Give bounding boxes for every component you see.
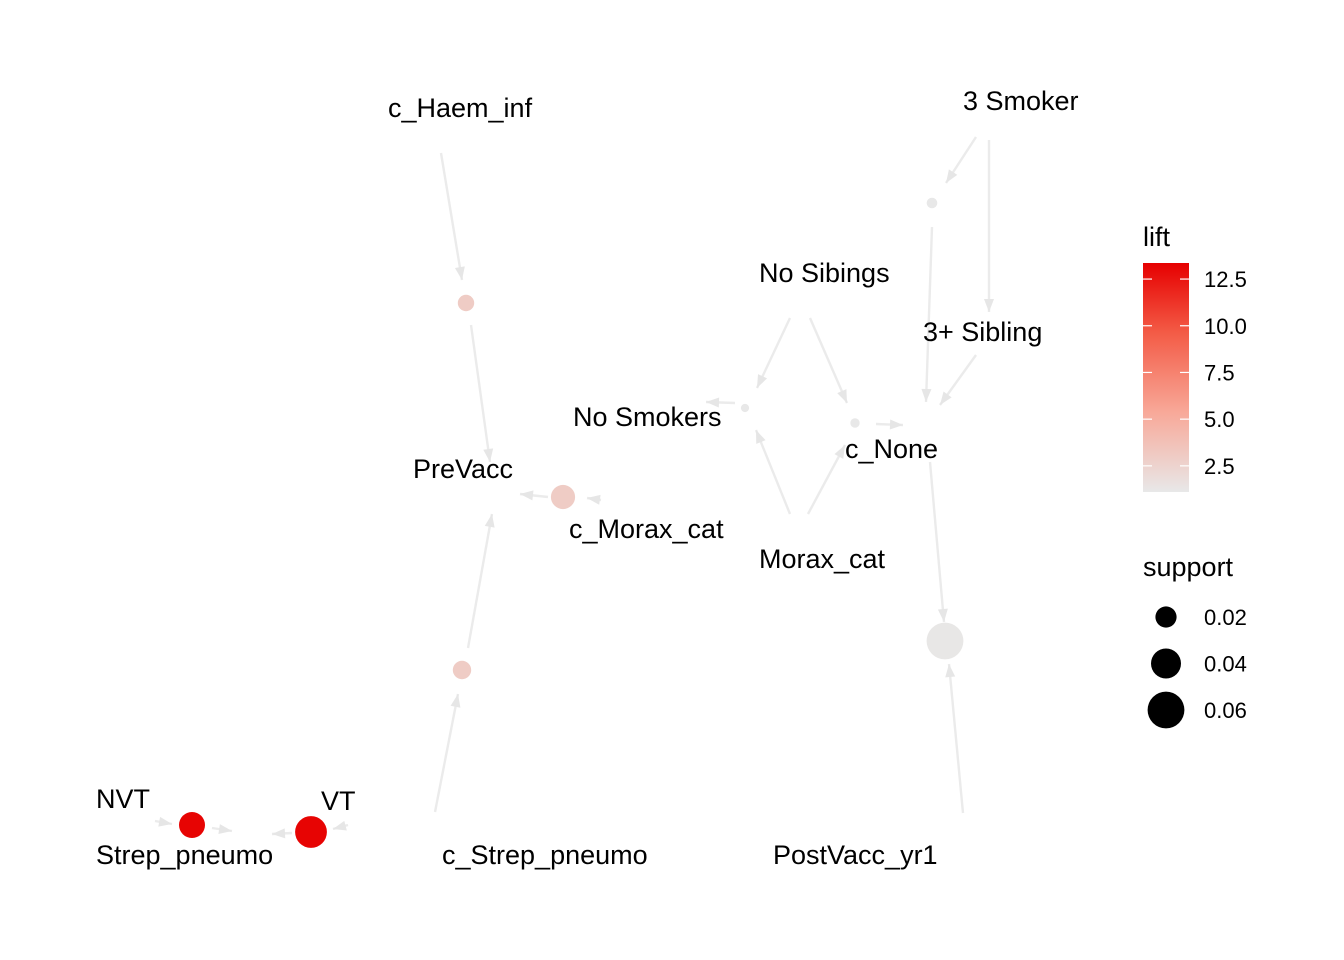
support-key-label: 0.04 — [1204, 652, 1247, 677]
label-c-morax-cat: c_Morax_cat — [569, 514, 724, 544]
edge-arrowhead — [834, 445, 845, 459]
label-strep-pneumo: Strep_pneumo — [96, 840, 273, 870]
rule-node-r3[interactable] — [452, 660, 472, 680]
label-nvt: NVT — [96, 784, 150, 814]
edge — [469, 324, 492, 463]
edge-arrowhead — [158, 816, 172, 827]
support-key-label: 0.02 — [1204, 605, 1247, 630]
edge — [928, 461, 946, 623]
rule-node-r9[interactable] — [295, 816, 327, 848]
edge-arrowhead — [520, 490, 534, 501]
lift-tick-label: 5.0 — [1204, 407, 1235, 432]
edge-arrowhead — [889, 419, 903, 430]
support-key-circle — [1151, 648, 1181, 679]
edge-arrowhead — [450, 694, 461, 708]
lift-legend-title: lift — [1143, 222, 1170, 252]
edge-arrowhead — [756, 430, 766, 444]
edge-arrowhead — [945, 664, 956, 678]
label-c-none: c_None — [845, 434, 938, 464]
lift-tick-label: 7.5 — [1204, 360, 1235, 385]
item-labels: c_Haem_inf 3 Smoker No Sibings 3+ Siblin… — [96, 86, 1079, 870]
edge-arrowhead — [333, 820, 347, 831]
label-3-plus-sibling: 3+ Sibling — [923, 317, 1042, 347]
edge-arrowhead — [837, 389, 847, 403]
edge — [433, 693, 460, 813]
edge-arrowhead — [587, 494, 601, 505]
support-legend-title: support — [1143, 552, 1234, 582]
rule-node-r8[interactable] — [179, 812, 205, 838]
label-morax-cat: Morax_cat — [759, 544, 886, 574]
rule-node-r2[interactable] — [550, 484, 576, 510]
label-c-haem-inf: c_Haem_inf — [388, 93, 533, 123]
lift-tick-label: 2.5 — [1204, 454, 1235, 479]
edge — [754, 429, 792, 515]
edge-arrowhead — [484, 514, 495, 528]
label-no-sibings: No Sibings — [759, 258, 890, 288]
support-key-circle — [1155, 606, 1177, 628]
label-postvacc-yr1: PostVacc_yr1 — [773, 840, 938, 870]
edge-arrowhead — [454, 266, 465, 280]
edge-arrowhead — [946, 169, 958, 183]
lift-colorbar — [1143, 263, 1189, 492]
edge-arrowhead — [984, 299, 994, 312]
support-key-circle — [1147, 691, 1185, 729]
edge — [808, 317, 849, 404]
rule-node-r4[interactable] — [740, 403, 750, 413]
edge-arrowhead — [940, 391, 952, 405]
edge-arrowhead — [937, 608, 948, 622]
edge-arrowhead — [706, 397, 720, 408]
rule-node-r6[interactable] — [926, 197, 938, 209]
lift-tick-label: 12.5 — [1204, 267, 1247, 292]
edge-arrowhead — [921, 388, 932, 402]
lift-legend: lift 12.5 10.0 7.5 5.0 2.5 — [1143, 222, 1247, 492]
rule-node-r7[interactable] — [926, 622, 964, 660]
edge — [806, 444, 847, 515]
edge-arrowhead — [483, 448, 494, 462]
rule-node-r5[interactable] — [850, 418, 860, 428]
edge-arrowhead — [218, 824, 232, 835]
support-legend: support 0.02 0.04 0.06 — [1143, 552, 1247, 729]
edge-arrowhead — [757, 374, 768, 388]
label-c-strep-pneumo: c_Strep_pneumo — [442, 840, 648, 870]
edge — [947, 663, 965, 814]
edge-arrowhead — [272, 828, 286, 839]
edge — [439, 152, 464, 281]
label-prevacc: PreVacc — [413, 454, 513, 484]
support-key-label: 0.06 — [1204, 698, 1247, 723]
edge — [924, 226, 934, 403]
lift-tick-label: 10.0 — [1204, 314, 1247, 339]
label-no-smokers: No Smokers — [573, 402, 722, 432]
rule-node-r1[interactable] — [457, 294, 475, 312]
label-3-smoker: 3 Smoker — [963, 86, 1079, 116]
edges — [154, 136, 994, 839]
label-vt: VT — [321, 786, 356, 816]
rule-nodes — [179, 197, 964, 848]
edge — [466, 513, 494, 649]
